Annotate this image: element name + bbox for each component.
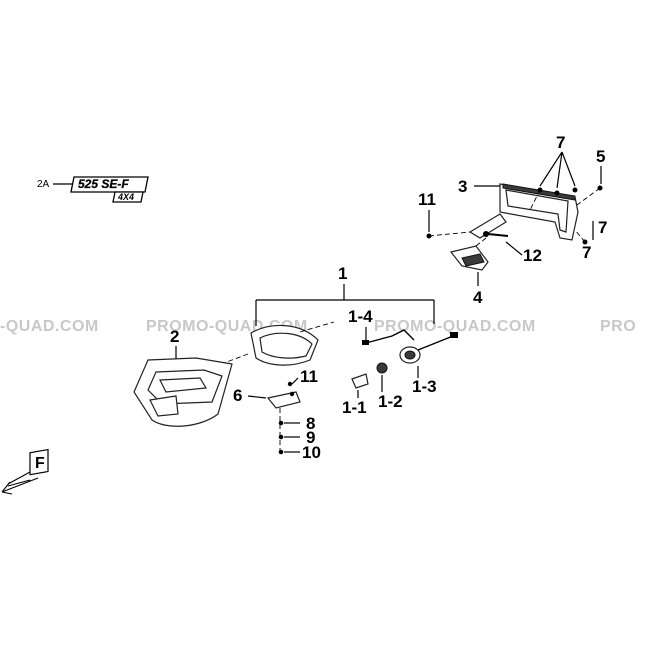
front-box bbox=[29, 448, 49, 476]
cover-upper-vent bbox=[159, 377, 208, 393]
screw-11-low-b bbox=[289, 391, 295, 397]
callout-11-low: 11 bbox=[300, 367, 318, 386]
callout-9: 9 bbox=[306, 428, 315, 447]
callout-7-lower: 7 bbox=[582, 243, 591, 262]
bracket-assembly: 7 5 3 11 7 7 12 4 bbox=[418, 133, 607, 307]
callout-10: 10 bbox=[302, 443, 321, 462]
wire-1-4 bbox=[365, 329, 415, 344]
dash-housing-top bbox=[299, 321, 335, 333]
bracket-arm bbox=[468, 213, 507, 239]
front-direction-marker: F bbox=[1, 448, 49, 495]
callout-6: 6 bbox=[233, 386, 242, 405]
leader-7-top bbox=[539, 151, 576, 189]
leader-12 bbox=[505, 241, 523, 256]
cover-group: 2 bbox=[133, 327, 233, 427]
screw-11-low-a bbox=[287, 381, 293, 387]
callout-1-4: 1-4 bbox=[348, 307, 373, 326]
callout-4: 4 bbox=[473, 288, 483, 307]
arrow-icon bbox=[1, 471, 39, 495]
dash-7a bbox=[529, 189, 541, 211]
washer-9 bbox=[278, 434, 284, 440]
bulb-1-1 bbox=[351, 373, 369, 389]
callout-2: 2 bbox=[170, 327, 179, 346]
leader-6 bbox=[247, 395, 267, 399]
callout-12: 12 bbox=[523, 246, 542, 265]
callout-7-right: 7 bbox=[598, 218, 607, 237]
connector-1-4 bbox=[362, 340, 369, 345]
socket-1-3-core bbox=[404, 350, 416, 360]
bulb-1-2 bbox=[376, 362, 388, 374]
bracket-3-inner bbox=[505, 189, 569, 233]
callout-5: 5 bbox=[596, 147, 605, 166]
screw-7-c bbox=[572, 187, 578, 193]
dash-7d bbox=[574, 229, 586, 243]
callout-1: 1 bbox=[338, 264, 347, 283]
front-marker-text: F bbox=[35, 455, 45, 472]
nut-10 bbox=[278, 449, 284, 455]
callout-1-2: 1-2 bbox=[378, 392, 403, 411]
dash-5 bbox=[576, 187, 601, 206]
watermark-right: PRO bbox=[600, 318, 636, 335]
decal-outline bbox=[70, 176, 149, 193]
mount-4-face bbox=[461, 253, 485, 267]
callout-3: 3 bbox=[458, 177, 467, 196]
washer-8 bbox=[278, 420, 284, 426]
watermark-mid-2: PROMO-QUAD.COM bbox=[374, 318, 536, 335]
decal-group: 2A 525 SE-F 4X4 bbox=[37, 176, 149, 203]
connector-1-3 bbox=[450, 332, 458, 338]
bolt-12-head bbox=[483, 231, 489, 237]
callout-1-3: 1-3 bbox=[412, 377, 437, 396]
watermark-left: -QUAD.COM bbox=[0, 318, 99, 335]
cover-left-opening bbox=[149, 395, 179, 417]
callout-11-top: 11 bbox=[418, 190, 436, 209]
callout-7-top: 7 bbox=[556, 133, 565, 152]
callout-2a: 2A bbox=[37, 179, 50, 190]
decal-model-text: 525 SE-F bbox=[78, 177, 129, 191]
callout-8: 8 bbox=[306, 414, 315, 433]
headlight-group: 1 1-4 1-3 1-2 1-1 11 6 bbox=[199, 264, 458, 462]
decal-sub-outline bbox=[112, 191, 144, 203]
headlight-lens bbox=[259, 332, 313, 359]
screw-7-b bbox=[554, 190, 560, 196]
clip-6 bbox=[266, 391, 301, 409]
callout-1-1: 1-1 bbox=[342, 398, 367, 417]
leader-1 bbox=[255, 284, 435, 326]
dash-11-top bbox=[428, 231, 471, 237]
bolt-12 bbox=[487, 233, 509, 237]
decal-sub-text: 4X4 bbox=[117, 192, 134, 202]
leader-11-low bbox=[291, 377, 299, 385]
dash-4 bbox=[475, 237, 487, 247]
